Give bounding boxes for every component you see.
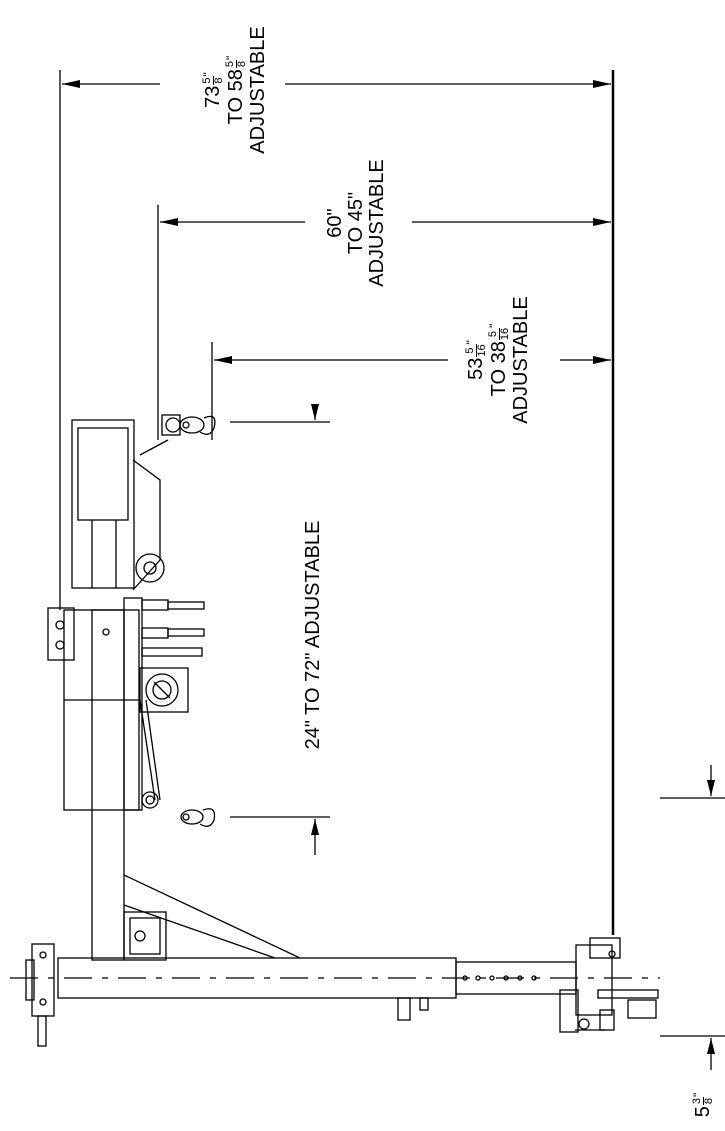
main-arm: [47, 597, 205, 961]
dim-middle-min: TO 45": [345, 191, 367, 255]
dim-hook-travel-label: 24" TO 72" ADJUSTABLE: [302, 475, 329, 795]
dim-middle-adjustable: ADJUSTABLE: [366, 159, 388, 287]
dim-inner-whole: 53: [464, 357, 487, 380]
upper-hook: [179, 415, 216, 435]
dim-hook-travel-lines: [230, 404, 330, 855]
dim-overall-min: TO 58: [224, 69, 247, 125]
dim-base-offset-unit: ": [691, 1092, 705, 1098]
dim-middle-lines: [157, 205, 611, 440]
dim-inner-min-unit: ": [487, 323, 501, 328]
dim-inner-adjustable: ADJUSTABLE: [510, 296, 532, 424]
dim-base-offset-lines: [660, 765, 725, 1070]
dim-overall-lines: [59, 70, 615, 935]
foot-plate: [559, 937, 659, 1033]
dim-base-offset-den: 8: [703, 1098, 715, 1105]
dim-inner-den: 16: [476, 344, 488, 357]
dim-middle-label: 60" TO 45" ADJUSTABLE: [324, 128, 395, 318]
boom-mast: [71, 414, 181, 591]
lower-hook: [180, 808, 216, 827]
dim-base-offset-whole: 5: [691, 1106, 714, 1118]
dim-hook-travel-text: 24" TO 72" ADJUSTABLE: [302, 520, 324, 750]
dim-overall-min-unit: ": [224, 55, 238, 60]
dim-overall-adjustable: ADJUSTABLE: [247, 26, 269, 154]
dim-inner-min: TO 38: [487, 341, 510, 397]
base-leg: [10, 943, 660, 1047]
dim-overall-whole: 73: [201, 85, 224, 108]
brace: [123, 874, 301, 961]
dim-overall-unit: ": [201, 72, 215, 77]
dim-middle-max: 60": [324, 208, 346, 238]
dim-inner-unit: ": [464, 340, 478, 345]
dim-overall-den: 8: [213, 77, 225, 84]
dim-inner-lines: [211, 342, 611, 440]
